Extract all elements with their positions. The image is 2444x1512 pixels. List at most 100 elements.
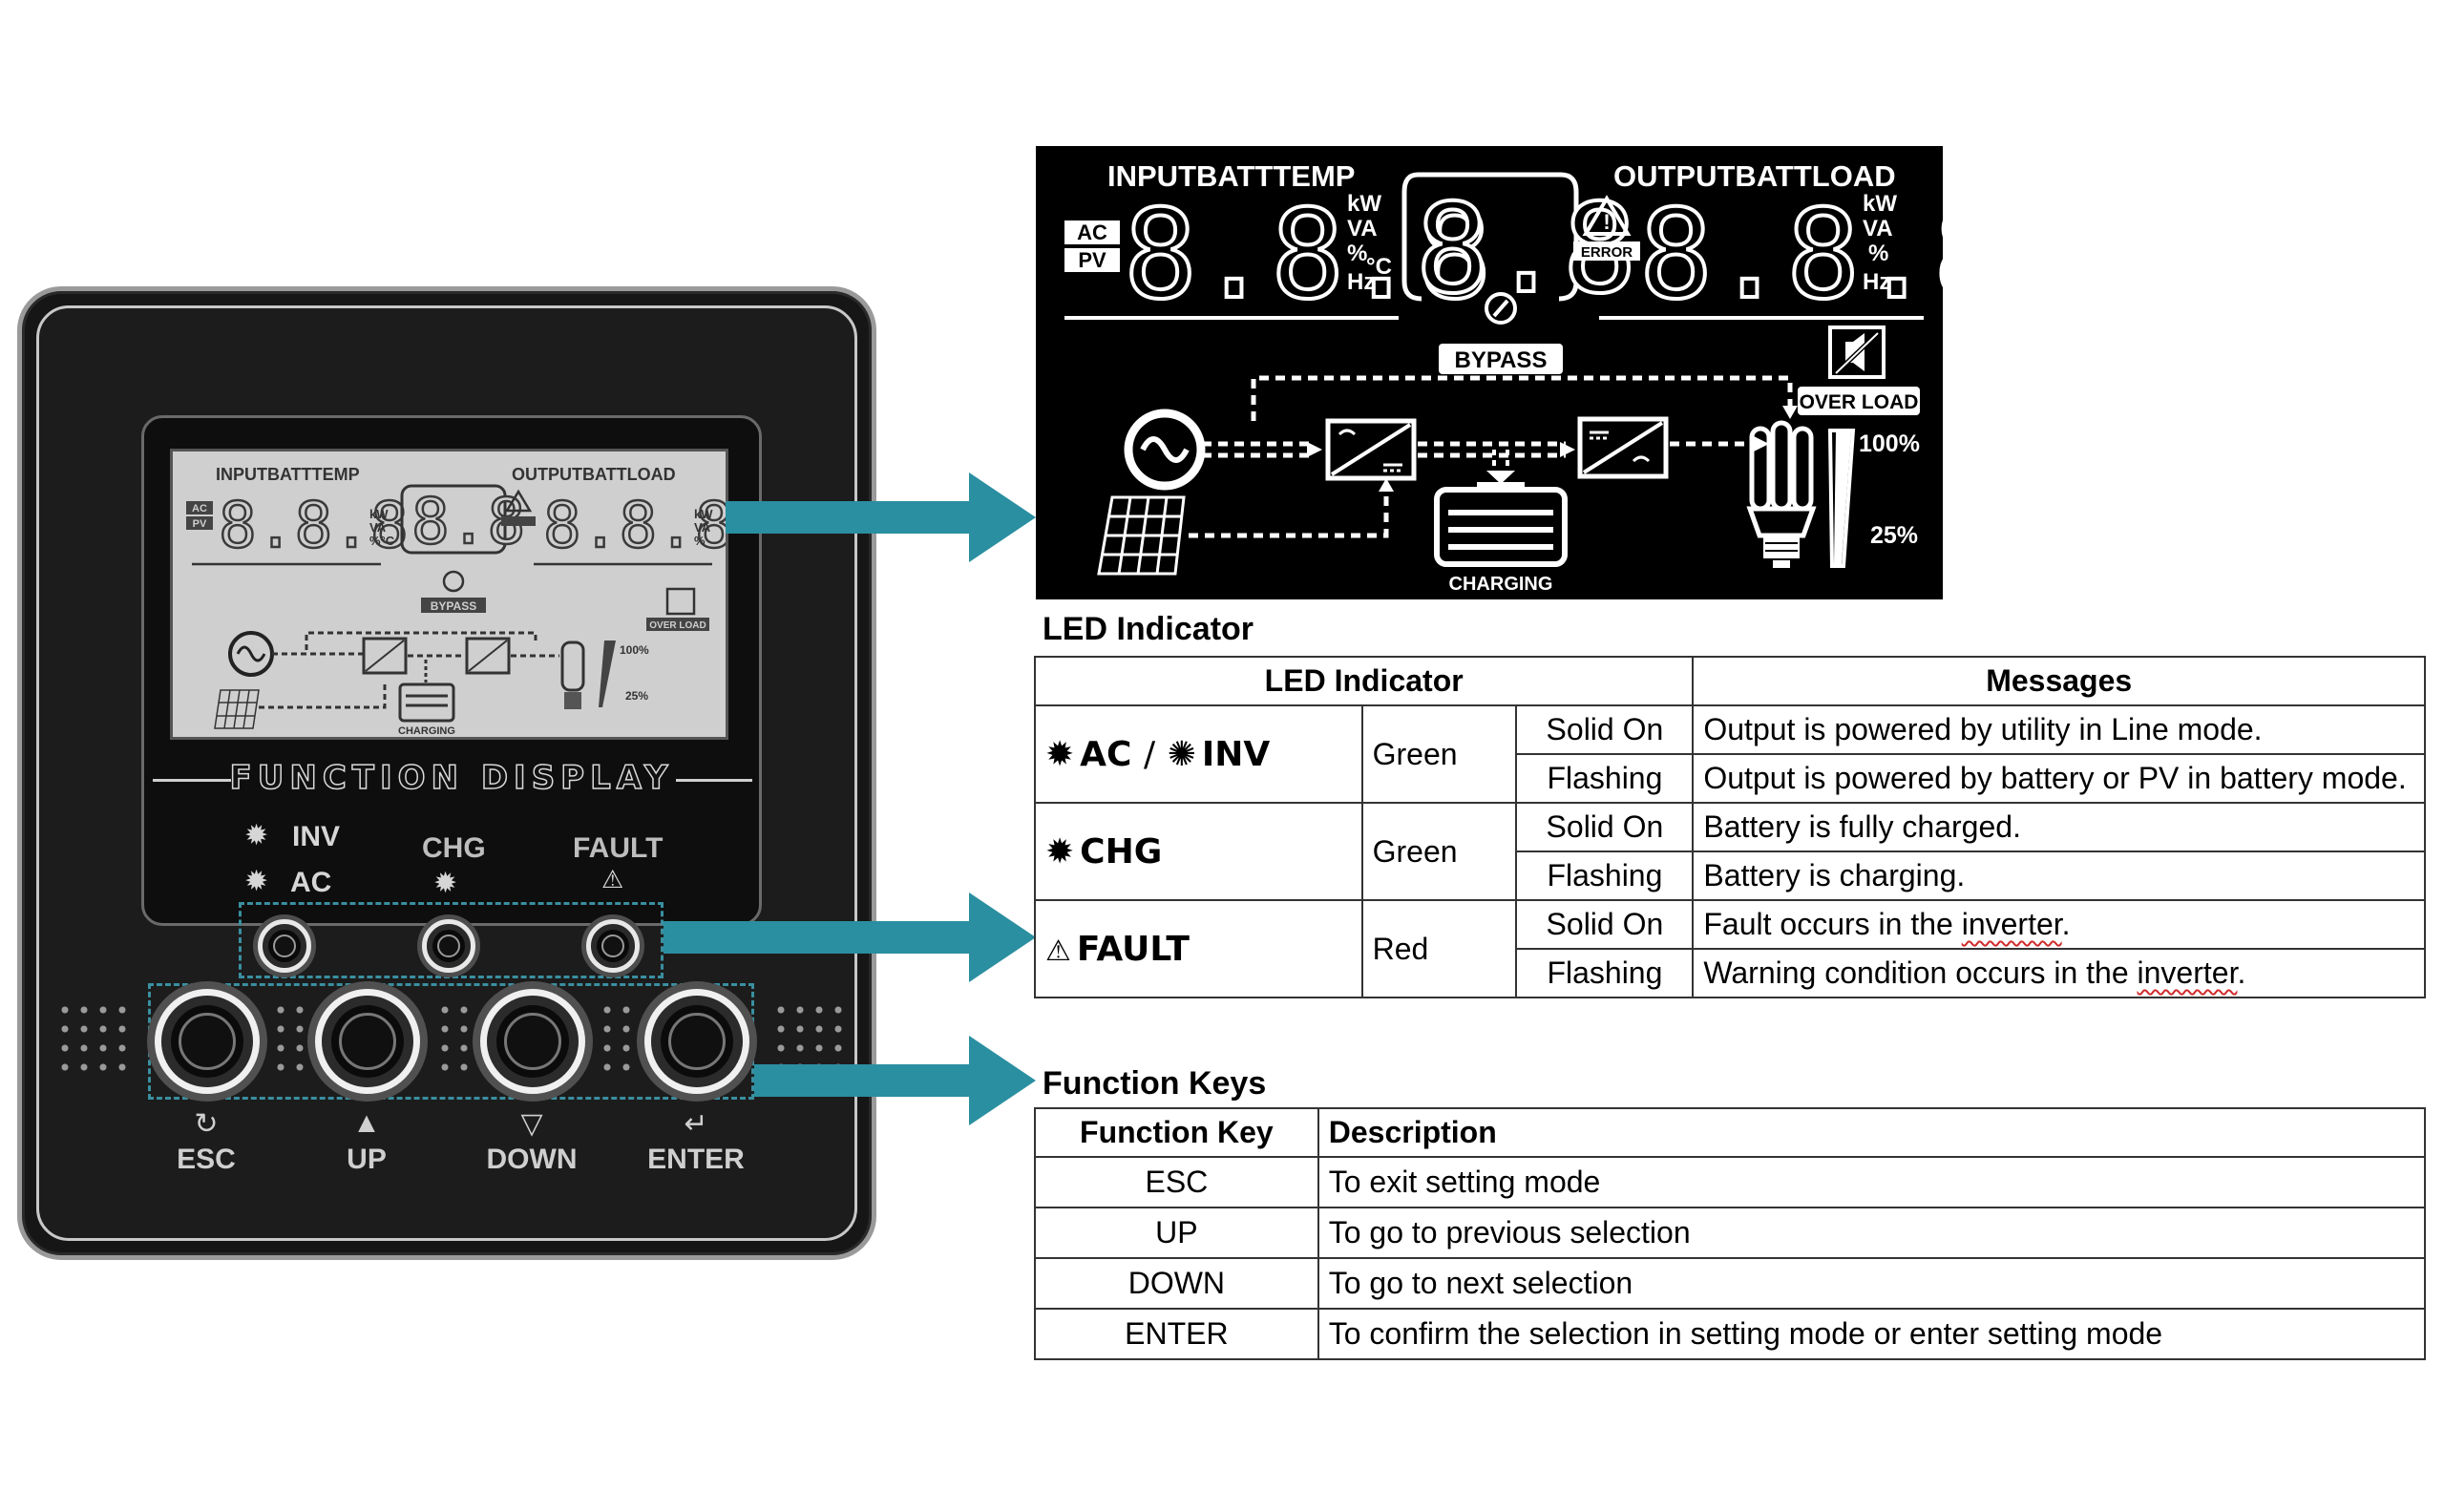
function-key-description: To go to previous selection (1317, 1207, 2427, 1259)
function-display-rule-right (676, 779, 752, 782)
led-state: Flashing (1515, 850, 1695, 901)
down-key[interactable] (480, 989, 585, 1094)
mini-lcd-charging: CHARGING (398, 725, 455, 737)
lcd-unit-right-1: VA (1863, 216, 1893, 242)
led-row-chg-color: Green (1360, 802, 1518, 901)
esc-key[interactable] (155, 989, 260, 1094)
speaker-grille-mid3 (598, 1000, 636, 1077)
ac-sun-icon: ✹ (1045, 734, 1075, 774)
led-chg (422, 919, 475, 973)
mini-lcd-digits-left: 8.8.8 (219, 489, 409, 562)
led-message: Battery is charging. (1692, 850, 2426, 901)
led-row-chg: ✹CHG (1034, 802, 1363, 901)
ac-part: AC (1080, 734, 1132, 774)
led-inv-ac (258, 919, 311, 973)
lcd-unit-left-3: °C (1366, 254, 1392, 280)
chg-sun-icon: ✹ (1045, 831, 1075, 872)
inv-part: INV (1201, 734, 1271, 774)
led-table-header-messages: Messages (1692, 656, 2426, 706)
function-key-name: ESC (1034, 1156, 1319, 1208)
led-row-ac-inv: ✹AC / ✺INV (1034, 704, 1363, 804)
lcd-ac: AC (1077, 220, 1107, 244)
led-message: Fault occurs in the inverter. (1692, 899, 2426, 950)
function-keys-table: Function Key Description ESC To exit set… (1034, 1107, 2427, 1360)
slash: / (1144, 734, 1156, 774)
function-key-description: To exit setting mode (1317, 1156, 2427, 1208)
svg-text:kW: kW (694, 507, 713, 521)
led-label-chg: CHG (422, 832, 486, 864)
lcd-top-left-label: INPUTBATTTEMP (1107, 159, 1355, 193)
led-message: Battery is fully charged. (1692, 802, 2426, 852)
svg-text:kW: kW (369, 507, 389, 521)
mini-lcd-pct-high: 100% (620, 643, 649, 657)
svg-text:%°C: %°C (369, 534, 395, 548)
lcd-pct-high: 100% (1859, 430, 1920, 457)
enter-icon: ↵ (684, 1108, 708, 1140)
function-key-name: ENTER (1034, 1308, 1319, 1360)
function-keys-header-key: Function Key (1034, 1107, 1319, 1158)
led-row-ac-inv-color: Green (1360, 704, 1518, 804)
ac-sun-icon: ✹ (244, 866, 269, 897)
led-label-fault: FAULT (573, 832, 664, 864)
speaker-grille-mid1 (271, 1000, 309, 1077)
mini-lcd-digits-right: 8.8.8 (543, 489, 726, 562)
led-table-header-indicator: LED Indicator (1033, 656, 1695, 706)
speaker-grille-right (771, 1000, 848, 1077)
svg-text:%: % (694, 534, 706, 548)
up-key-label: UP (347, 1144, 387, 1175)
svg-text:VA: VA (694, 520, 711, 535)
mini-lcd-screen: INPUTBATTTEMP OUTPUTBATTLOAD AC PV 8.8.8… (170, 449, 728, 740)
led-fault (586, 919, 640, 973)
function-key-name: DOWN (1034, 1257, 1319, 1310)
led-state: Solid On (1515, 899, 1695, 950)
lcd-pct-low: 25% (1870, 522, 1918, 549)
lcd-error: ERROR (1581, 244, 1633, 261)
triangle-down-icon: ▽ (520, 1108, 543, 1140)
led-indicator-title: LED Indicator (1043, 611, 1254, 647)
led-label-inv: INV (292, 821, 341, 852)
led-message: Output is powered by battery or PV in ba… (1692, 753, 2426, 804)
function-keys-title: Function Keys (1043, 1065, 1267, 1102)
lcd-bypass: BYPASS (1455, 347, 1548, 373)
function-key-description: To confirm the selection in setting mode… (1317, 1308, 2427, 1360)
function-display-label: FUNCTION DISPLAY (229, 758, 674, 798)
led-message: Output is powered by utility in Line mod… (1692, 704, 2426, 755)
led-row-fault-color: Red (1360, 899, 1518, 998)
function-key-description: To go to next selection (1317, 1257, 2427, 1310)
triangle-up-icon: ▲ (352, 1107, 381, 1139)
chg-label: CHG (1080, 831, 1163, 872)
mini-lcd-pv: PV (193, 518, 207, 530)
arrow-to-led-table (664, 892, 1041, 983)
led-highlight-box (239, 902, 664, 978)
fault-warning-icon: ⚠ (601, 865, 624, 893)
lcd-unit-right-0: kW (1863, 191, 1897, 217)
mini-lcd-ac: AC (192, 503, 207, 514)
mini-lcd-bypass: BYPASS (431, 599, 476, 613)
lcd-top-right-label: OUTPUTBATTLOAD (1613, 159, 1896, 193)
mini-lcd-overload: OVER LOAD (649, 620, 706, 631)
led-indicator-table: LED Indicator Messages ✹AC / ✺INV Green … (1033, 656, 2426, 998)
up-key[interactable] (315, 989, 420, 1094)
led-row-fault: ⚠FAULT (1034, 899, 1363, 998)
lcd-unit-left-0: kW (1347, 191, 1381, 217)
speaker-grille-mid2 (435, 1000, 474, 1077)
warning-triangle-icon: ⚠ (1045, 934, 1071, 968)
svg-text:!: ! (1603, 210, 1610, 234)
led-state: Solid On (1515, 802, 1695, 852)
esc-key-label: ESC (177, 1144, 236, 1175)
led-state: Flashing (1515, 948, 1695, 998)
lcd-digits-left: 8.8.8 (1124, 184, 1491, 326)
lcd-unit-left-2: % (1347, 241, 1367, 266)
enter-key[interactable] (644, 989, 749, 1094)
lcd-digits-right: 8.8.8 (1639, 184, 1943, 326)
power-cycle-icon: ↻ (194, 1108, 219, 1140)
mini-lcd-top-left-label: INPUTBATTTEMP (216, 465, 360, 484)
arrow-to-lcd (726, 472, 1041, 563)
down-key-label: DOWN (486, 1144, 578, 1175)
chg-sun-icon: ✹ (433, 868, 458, 899)
keys-highlight-box (148, 983, 754, 1100)
speaker-grille-left (55, 1000, 132, 1077)
lcd-unit-right-2: % (1868, 241, 1888, 266)
led-state: Flashing (1515, 753, 1695, 804)
inv-sun-icon: ✺ (1167, 734, 1196, 774)
